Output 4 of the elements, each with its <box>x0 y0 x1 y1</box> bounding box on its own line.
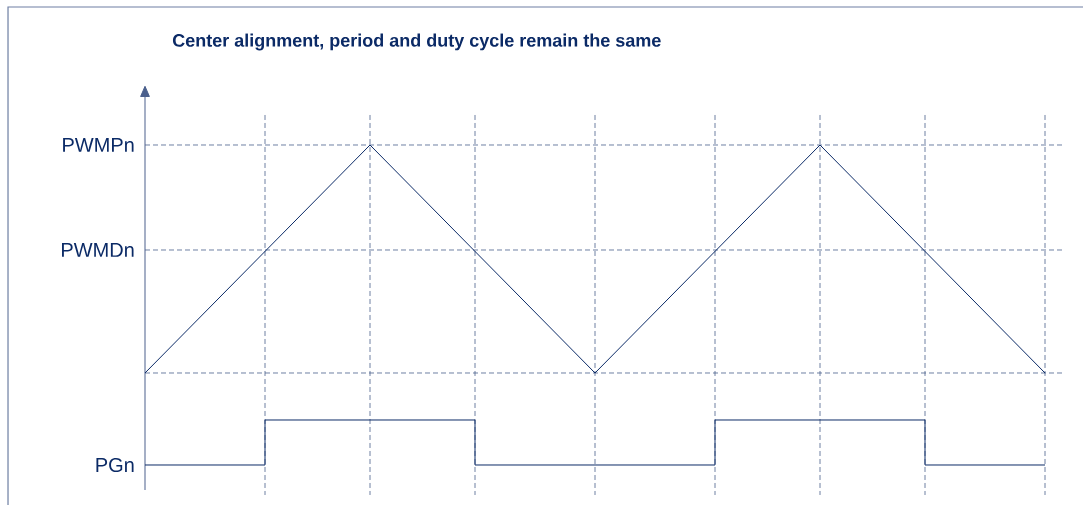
axis-label: PWMDn <box>62 243 134 257</box>
axis-label: PWMPn <box>63 138 134 152</box>
title: Center alignment, period and duty cycle remain the same <box>172 33 661 51</box>
axis-label: PGn <box>96 457 134 473</box>
